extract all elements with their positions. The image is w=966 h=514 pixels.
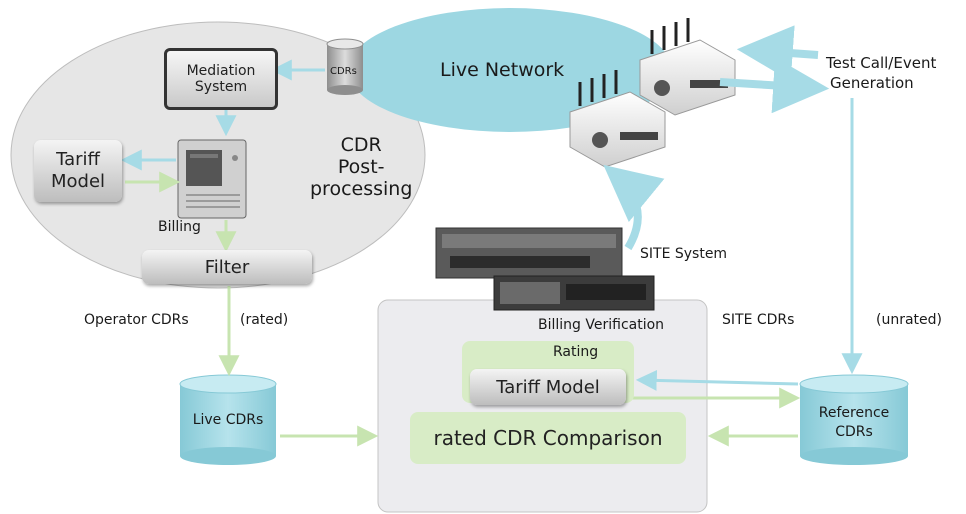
mediation-label-line1: Mediation <box>186 63 256 79</box>
cdr-label-line2: Post- <box>337 156 385 178</box>
live-cdrs-database-icon <box>179 374 277 465</box>
reference-label-line2: CDRs <box>835 424 873 440</box>
test-call-label-line2: Generation <box>830 74 914 92</box>
rating-label: Rating <box>553 344 599 360</box>
server-icon <box>177 139 247 219</box>
arrow-site-to-router <box>603 164 665 251</box>
arrow-testcall-out <box>719 57 830 114</box>
site-system-label: SITE System <box>640 246 728 262</box>
filter-box: Filter <box>142 250 312 284</box>
tariff-label-line2: Model <box>50 171 106 192</box>
tariff-label-line1: Tariff <box>56 149 100 170</box>
mediation-system-box: Mediation System <box>164 48 278 110</box>
cdr-postprocessing-label: CDR Post- processing <box>270 134 412 200</box>
test-call-label-line1: Test Call/Event <box>826 54 937 72</box>
rated-label: (rated) <box>240 312 289 328</box>
rack-server-icon <box>435 227 623 279</box>
cdrs-database-icon <box>326 38 364 95</box>
arrow-testcall-in <box>736 25 819 82</box>
site-cdrs-label: SITE CDRs <box>722 312 795 328</box>
mediation-label-line2: System <box>194 79 248 95</box>
billing-verification-label: Billing Verification <box>538 317 665 333</box>
reference-cdrs-label: Reference CDRs <box>800 404 908 442</box>
billing-label: Billing <box>158 219 201 235</box>
tariff-model-inner-box: Tariff Model <box>470 369 626 405</box>
arrow-reference-to-tariff <box>635 369 799 391</box>
wireless-router-icon <box>639 18 736 116</box>
rack-server-icon <box>493 275 655 311</box>
operator-cdrs-label: Operator CDRs <box>84 312 189 328</box>
live-cdrs-label: Live CDRs <box>192 412 264 428</box>
reference-cdrs-database-icon <box>799 374 909 465</box>
rated-cdr-comparison-box: rated CDR Comparison <box>410 412 686 464</box>
cdr-label-line1: CDR <box>340 134 382 156</box>
live-network-label: Live Network <box>440 59 565 81</box>
cdrs-small-label: CDRs <box>330 66 357 77</box>
unrated-label: (unrated) <box>876 312 942 328</box>
reference-label-line1: Reference <box>818 405 890 421</box>
cdr-label-line3: processing <box>310 178 413 200</box>
wireless-router-icon <box>569 70 666 168</box>
tariff-model-box: Tariff Model <box>34 140 122 202</box>
